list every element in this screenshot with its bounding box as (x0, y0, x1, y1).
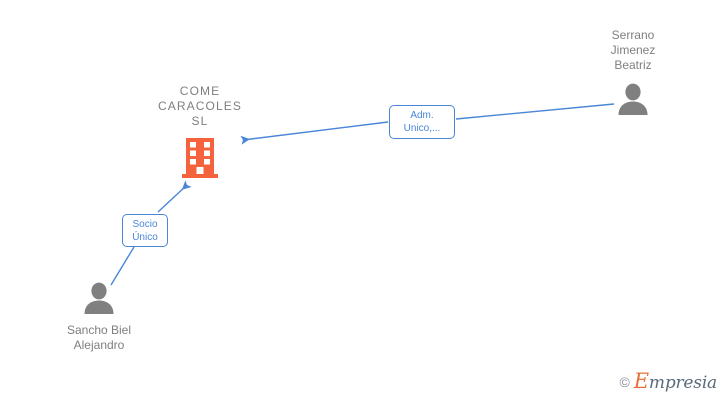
person-icon (618, 83, 648, 115)
person-node-serrano[interactable]: Serrano Jimenez Beatriz (563, 28, 703, 115)
watermark-initial: E (633, 369, 649, 393)
edge-adm-to-company (240, 121, 389, 145)
watermark: © Empresia (619, 371, 717, 392)
relation-label-adm[interactable]: Adm. Unico,... (389, 105, 455, 139)
edge-socio-to-company (157, 180, 192, 213)
watermark-rest: mpresia (648, 373, 717, 393)
copyright-icon: © (619, 373, 630, 390)
building-icon (182, 138, 218, 178)
person-icon (84, 282, 114, 314)
person-node-sancho[interactable]: Sancho Biel Alejandro (29, 282, 169, 353)
company-name: COME CARACOLES SL (158, 84, 242, 128)
edge-serrano-to-adm (455, 103, 615, 120)
company-node[interactable]: COME CARACOLES SL (140, 84, 260, 179)
edge-sancho-to-socio (110, 246, 135, 286)
watermark-brand: Empresia (634, 371, 717, 392)
relation-label-socio[interactable]: Socio Único (122, 214, 168, 247)
person-name: Sancho Biel Alejandro (66, 323, 132, 352)
person-name: Serrano Jimenez Beatriz (610, 28, 656, 72)
